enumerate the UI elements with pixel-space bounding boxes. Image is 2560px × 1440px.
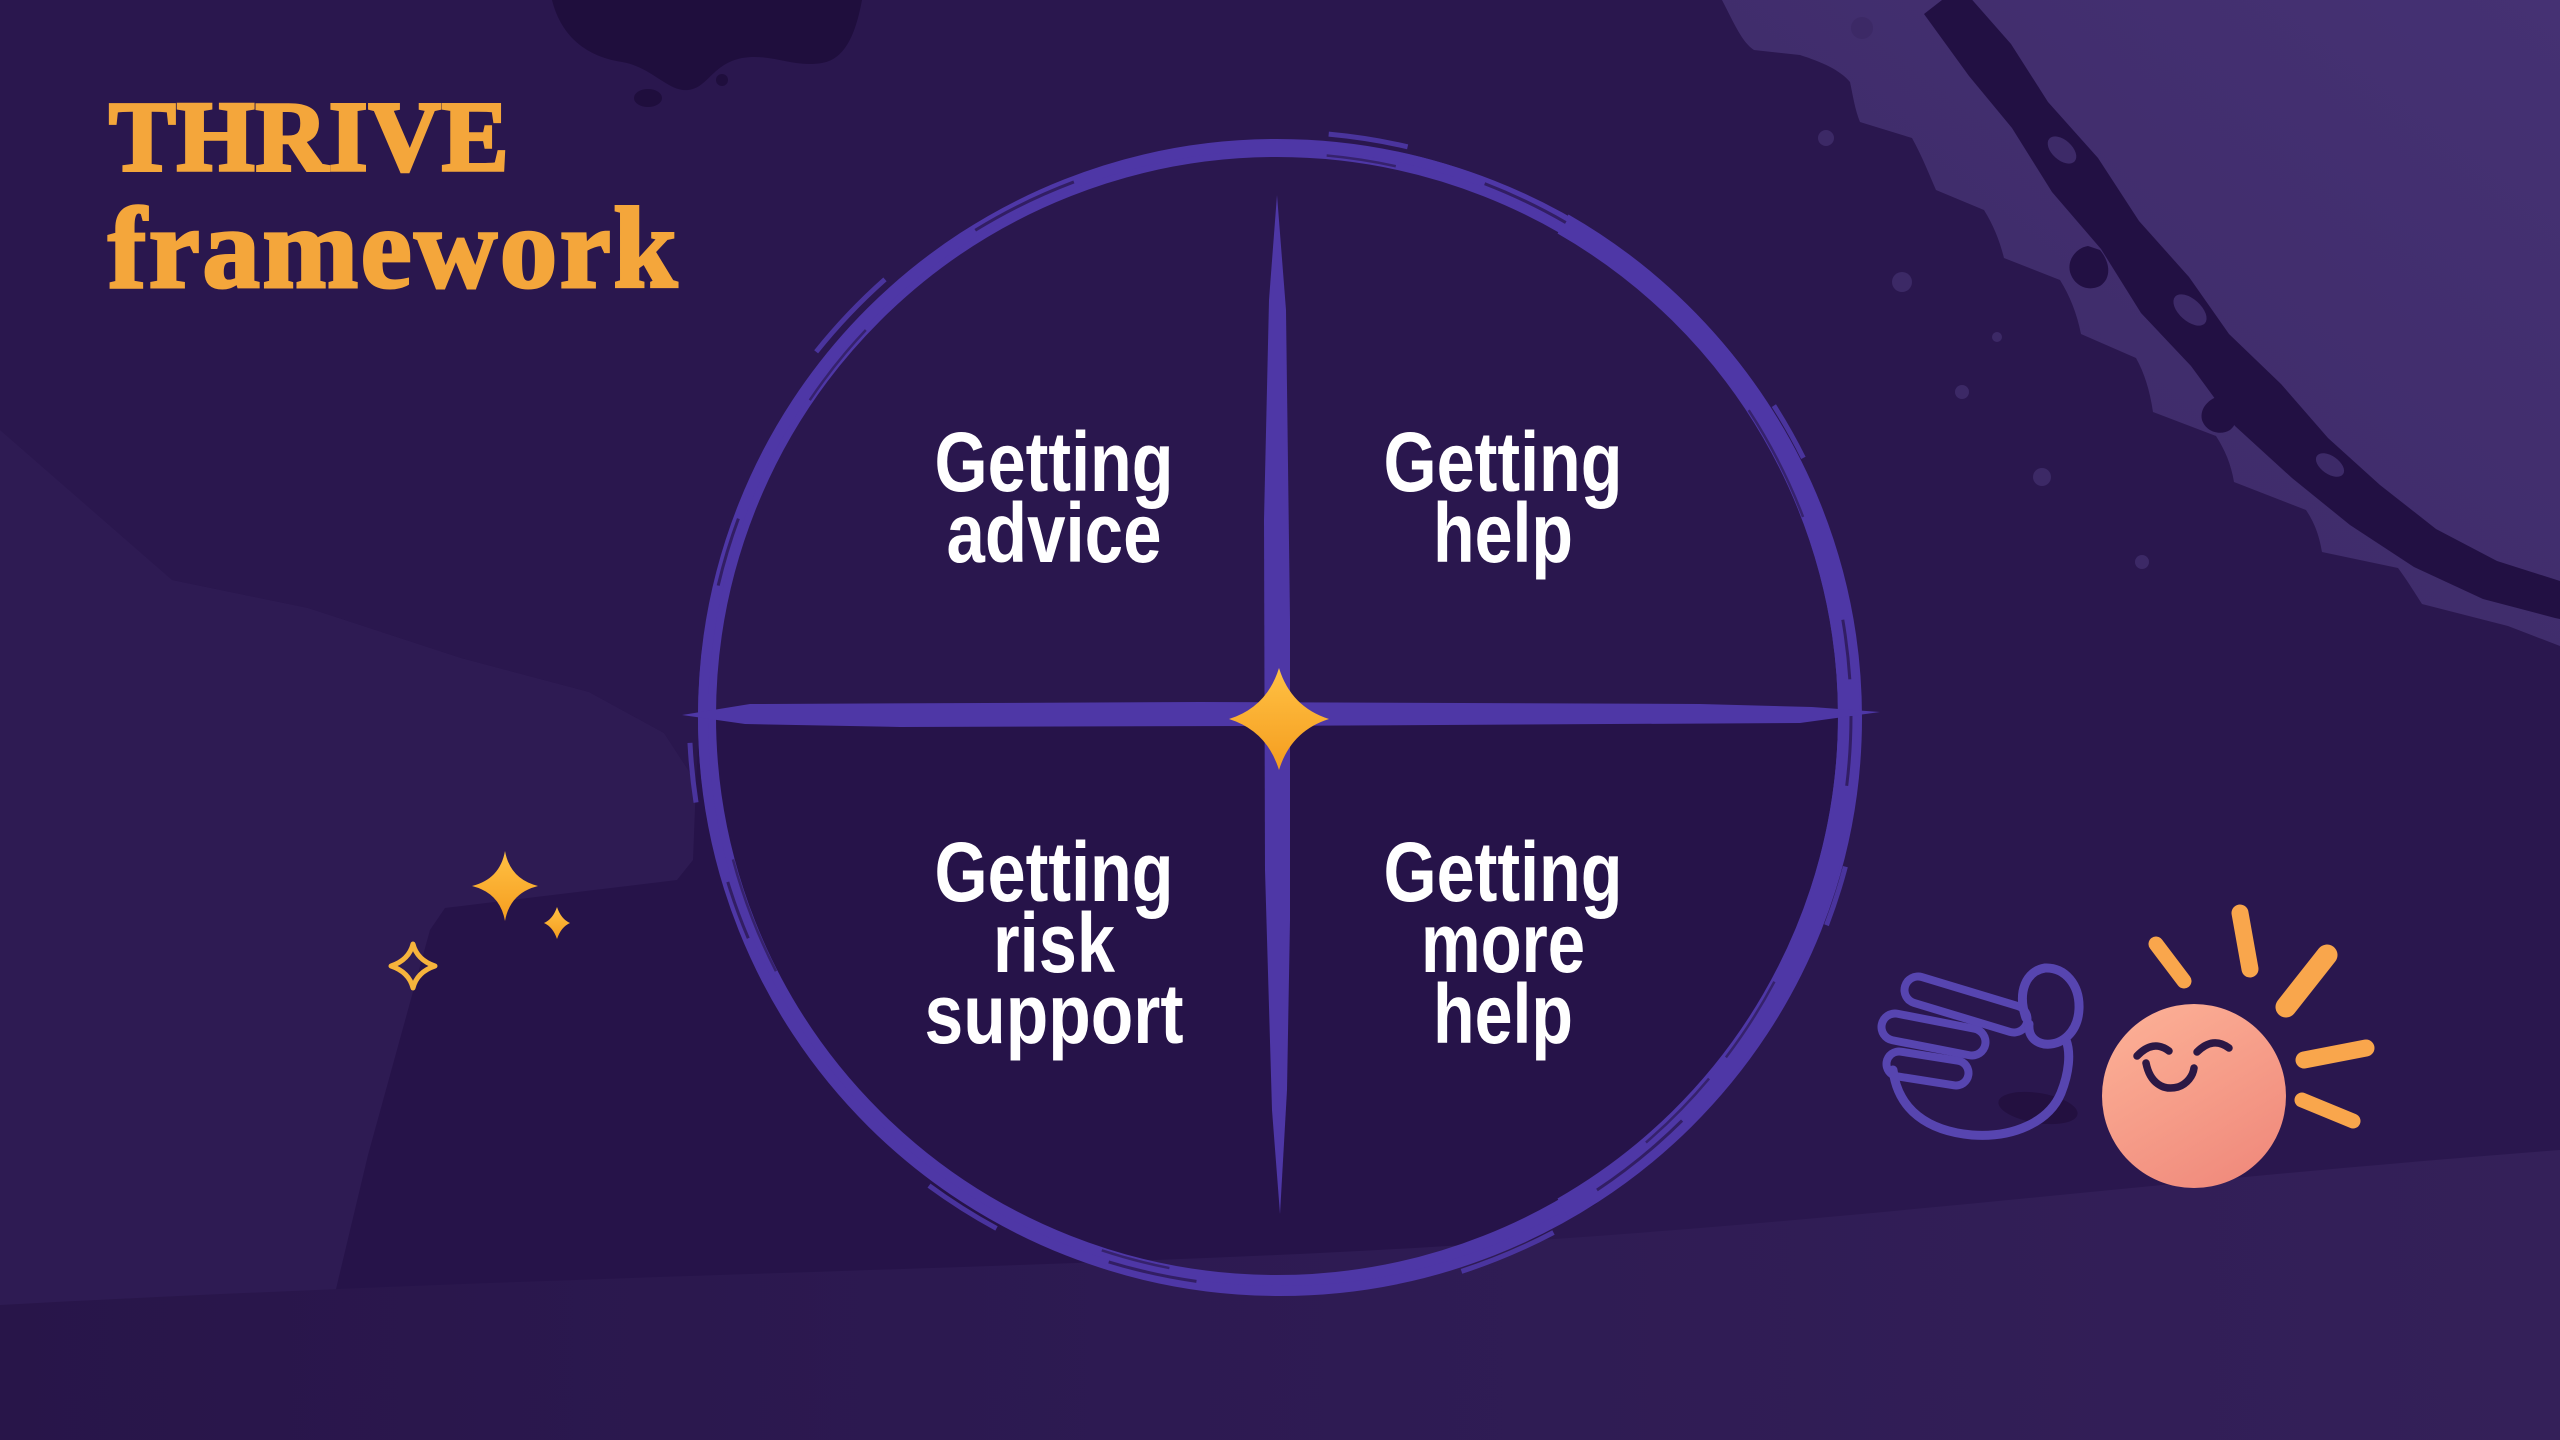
svg-text:risk: risk <box>993 897 1115 990</box>
svg-text:help: help <box>1433 487 1573 580</box>
svg-text:THRIVE: THRIVE <box>109 81 510 192</box>
svg-text:Getting: Getting <box>1384 826 1623 919</box>
svg-text:Getting: Getting <box>935 416 1174 509</box>
svg-text:advice: advice <box>947 487 1162 581</box>
svg-text:support: support <box>925 968 1184 1062</box>
svg-text:Getting: Getting <box>935 826 1174 919</box>
svg-text:help: help <box>1433 968 1573 1061</box>
svg-text:Getting: Getting <box>1384 416 1623 509</box>
svg-text:more: more <box>1421 897 1585 991</box>
svg-text:framework: framework <box>108 185 680 312</box>
